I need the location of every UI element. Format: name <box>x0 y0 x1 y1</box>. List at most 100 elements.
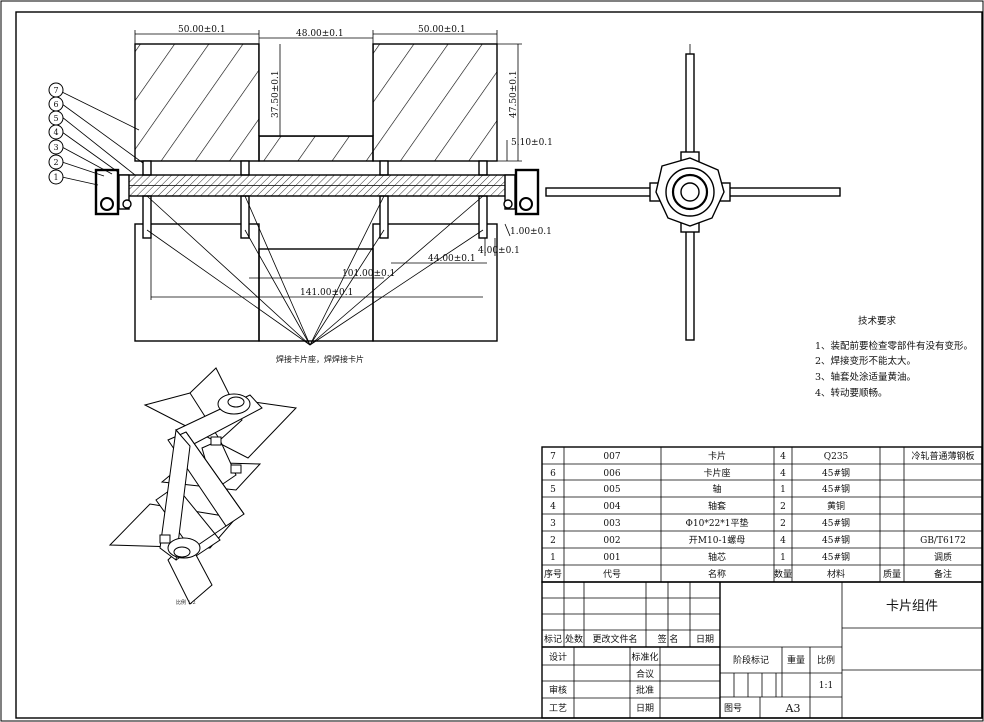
tech-item-1: 1、装配前要检查零部件有没有变形。 <box>815 340 973 352</box>
bom-cell: 4 <box>780 536 786 546</box>
bom-row: 4 004 轴套 2 黄铜 <box>550 500 845 512</box>
dim-plate-offset: 5.10±0.1 <box>511 138 553 148</box>
balloon-6: 6 <box>48 96 64 112</box>
standard-label: 标准化 <box>631 651 658 663</box>
rev-header: 处数 <box>565 633 583 645</box>
dim-top-mid: 48.00±0.1 <box>296 29 344 39</box>
dimension-labels: 50.00±0.1 48.00±0.1 50.00±0.1 37.50±0.1 … <box>178 25 553 364</box>
bom-cell: Φ10*22*1平垫 <box>685 517 748 529</box>
tech-item-4: 4、转动要顺畅。 <box>815 387 888 399</box>
bom-cell: 45#钢 <box>822 534 850 546</box>
bom-cell: 45#钢 <box>822 551 850 563</box>
tech-title: 技术要求 <box>858 315 897 327</box>
bom-cell: 6 <box>550 469 556 479</box>
upper-right-block <box>372 43 498 162</box>
dim-width-4: 4.00±0.1 <box>478 246 520 256</box>
bom-cell: 1 <box>780 485 786 495</box>
bom-header-row: 序号 代号 名称 数量 材料 质量 备注 <box>544 568 952 580</box>
tech-item-3: 3、轴套处涂适量黄油。 <box>815 371 916 383</box>
check-label: 合议 <box>636 668 654 680</box>
date-label: 日期 <box>636 703 654 714</box>
bom-cell: 4 <box>780 469 786 479</box>
bom-cell: 007 <box>603 452 620 462</box>
isometric-view <box>108 367 298 605</box>
scale-label: 比例 <box>817 654 835 666</box>
balloon-2-label: 2 <box>53 158 58 167</box>
bom-cell: Q235 <box>824 452 849 462</box>
bom-cell: 轴 <box>712 483 721 495</box>
bom-cell: 006 <box>603 469 620 479</box>
bom-header: 代号 <box>603 569 621 580</box>
design-label: 设计 <box>549 651 567 663</box>
bom-cell: 黄铜 <box>827 500 845 512</box>
bom-cell: 004 <box>603 502 620 512</box>
bom-cell: 2 <box>780 519 786 529</box>
part-balloons: 7 6 5 4 3 2 1 <box>48 82 64 185</box>
rev-header: 日期 <box>696 634 714 645</box>
side-view <box>545 44 841 341</box>
weight-label: 重量 <box>787 654 805 666</box>
dim-span-141: 141.00±0.1 <box>300 288 353 298</box>
rev-header: 签 名 <box>658 633 679 645</box>
bom-cell: 003 <box>603 519 620 529</box>
balloon-2: 2 <box>48 154 64 170</box>
bom-row: 2 002 开M10-1螺母 4 45#钢 GB/T6172 <box>550 534 966 546</box>
bom-header: 数量 <box>774 568 792 580</box>
dim-total-height: 47.50±0.1 <box>509 70 519 118</box>
bom-cell: 轴套 <box>708 500 726 512</box>
bom-cell: 4 <box>780 452 786 462</box>
balloon-7: 7 <box>48 82 64 98</box>
lower-right-block <box>372 223 498 342</box>
balloon-4-label: 4 <box>53 128 58 137</box>
balloon-6-label: 6 <box>53 100 58 109</box>
bom-cell: GB/T6172 <box>920 536 966 546</box>
bom-header: 质量 <box>883 568 901 580</box>
bom-header: 备注 <box>934 568 952 580</box>
sheet-number-label: 图号 <box>724 703 742 714</box>
upper-left-block <box>134 43 260 162</box>
sheet-size: A3 <box>785 702 801 715</box>
dim-slot-depth: 37.50±0.1 <box>271 70 281 118</box>
bom-cell: 001 <box>603 553 620 563</box>
dim-span-44: 44.00±0.1 <box>428 254 476 264</box>
rev-header: 更改文件名 <box>592 633 637 645</box>
bom-cell: 1 <box>550 553 556 563</box>
weld-note: 焊接卡片座，焊焊接卡片 <box>276 354 364 364</box>
balloon-3-label: 3 <box>53 143 58 152</box>
review-label: 审核 <box>549 684 567 696</box>
bom-table <box>541 446 983 583</box>
balloon-3: 3 <box>48 139 64 155</box>
bom-rows: 7 007 卡片 4 Q235 冷轧普通薄钢板 6 006 卡片座 4 45#钢… <box>544 450 975 580</box>
bom-cell: 轴芯 <box>708 551 726 563</box>
bom-cell: 4 <box>550 502 556 512</box>
dim-gap-small: 1.00±0.1 <box>510 227 552 237</box>
bom-cell: 冷轧普通薄钢板 <box>911 450 974 462</box>
front-view <box>61 30 540 346</box>
bom-cell: 卡片 <box>708 450 726 462</box>
technical-requirements: 技术要求 1、装配前要检查零部件有没有变形。 2、焊接变形不能太大。 3、轴套处… <box>815 315 973 399</box>
balloon-4: 4 <box>48 124 64 140</box>
bom-cell: 7 <box>550 452 556 462</box>
bom-cell: 卡片座 <box>703 467 730 479</box>
dim-top-left: 50.00±0.1 <box>178 25 226 35</box>
bom-cell: 005 <box>603 485 620 495</box>
iso-scale-label: 比例 1:2 <box>176 599 196 606</box>
bom-header: 名称 <box>708 568 726 580</box>
balloon-5-label: 5 <box>53 114 58 123</box>
balloon-7-label: 7 <box>53 86 58 95</box>
rev-header: 标记 <box>544 633 562 645</box>
bom-cell: 45#钢 <box>822 467 850 479</box>
bom-cell: 2 <box>780 502 786 512</box>
bom-cell: 002 <box>603 536 620 546</box>
bom-cell: 5 <box>550 485 556 495</box>
bom-row: 3 003 Φ10*22*1平垫 2 45#钢 <box>550 517 850 529</box>
side-shaft-hole <box>680 182 700 202</box>
stage-label: 阶段标记 <box>733 654 769 666</box>
scale-value: 1:1 <box>819 681 833 691</box>
title-block <box>541 581 983 719</box>
process-label: 工艺 <box>549 703 567 714</box>
bom-row: 6 006 卡片座 4 45#钢 <box>550 467 850 479</box>
approve-label: 批准 <box>636 684 654 696</box>
